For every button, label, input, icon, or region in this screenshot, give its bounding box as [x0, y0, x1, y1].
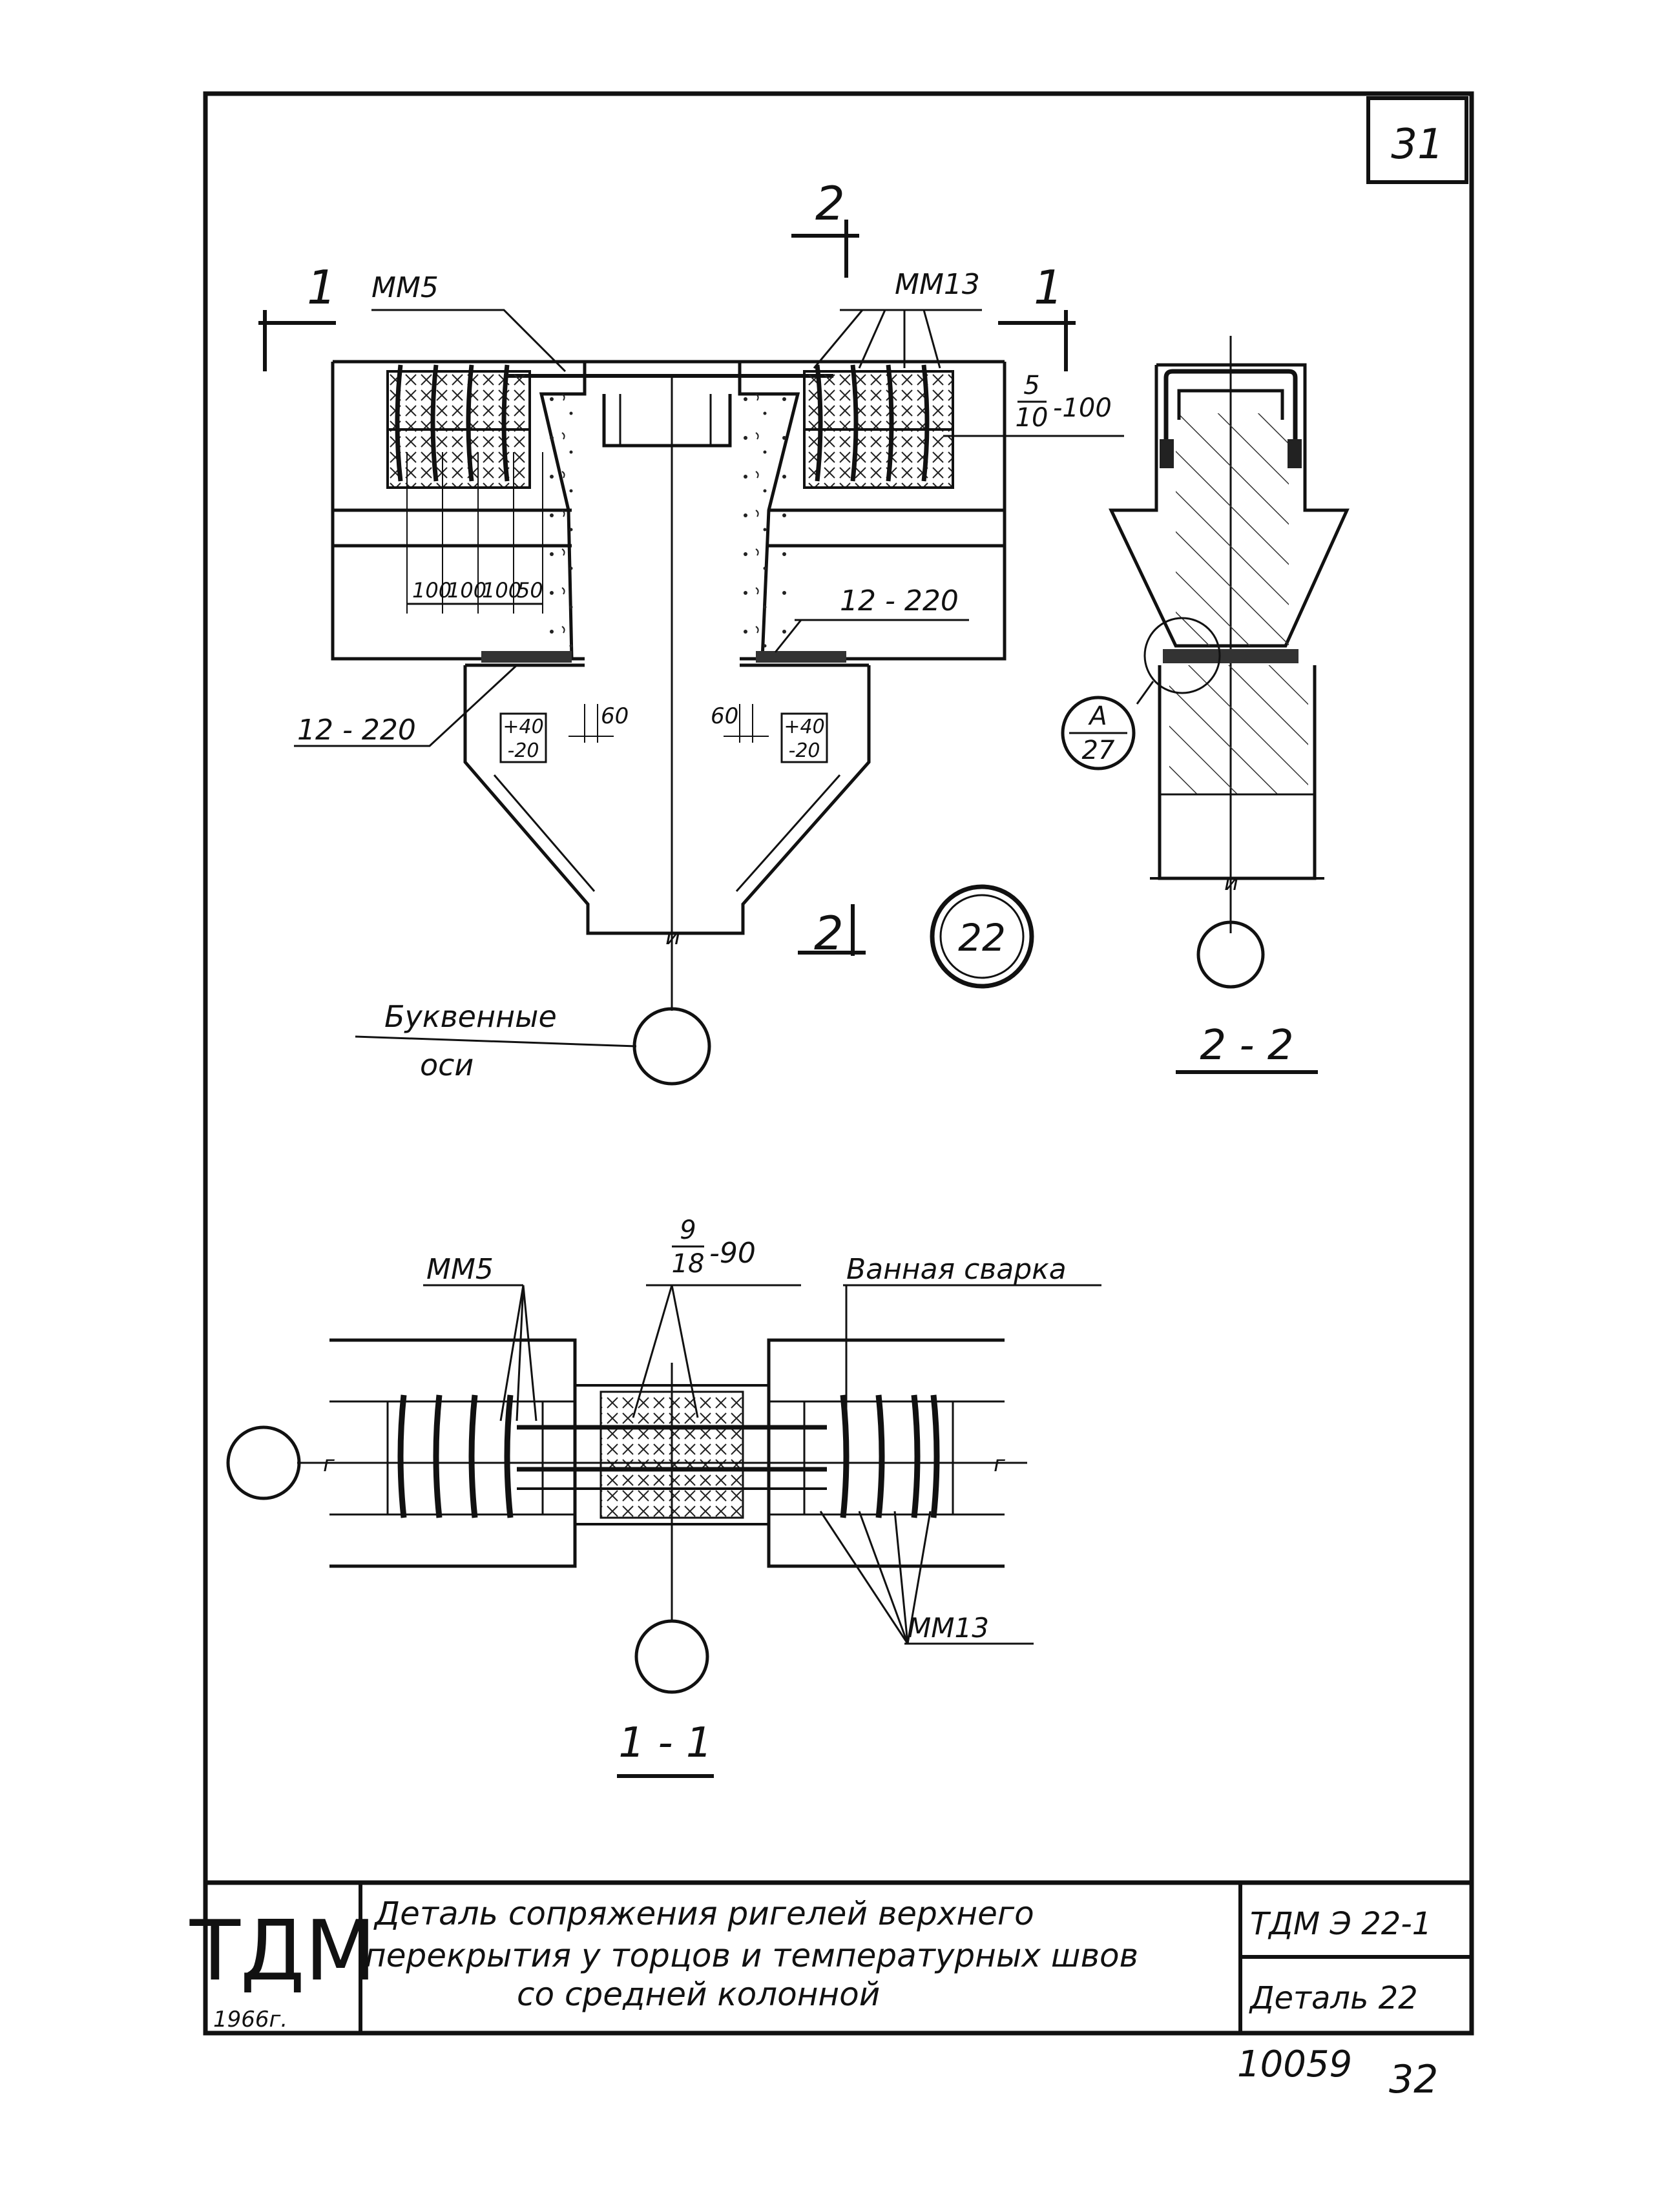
stirrup-label-bottom: 10	[1016, 403, 1048, 433]
dim-100-c: 100	[482, 578, 521, 603]
axis-mark-u-2-2: и	[1224, 870, 1238, 896]
callout-a-top: А	[1087, 701, 1107, 731]
mesh-label-left: ММ5	[371, 271, 439, 304]
sheet-code-number: 10059	[1237, 2043, 1352, 2085]
rebar-label-left: 12 - 220	[297, 714, 416, 747]
section-2-2-title: 2 - 2	[1200, 1022, 1293, 1070]
sheet-frame	[203, 91, 1474, 2036]
rebar-spacing-plan: -90	[709, 1237, 756, 1270]
series-code: ТДМ Э 22-1	[1250, 1906, 1432, 1942]
axis-mark-right-plan: г	[994, 1451, 1006, 1477]
detail-number: 22	[958, 916, 1006, 960]
section-2-2-view	[1061, 336, 1350, 1074]
section-mark-1-right: 1	[1034, 260, 1063, 315]
tol-left-minus: -20	[508, 739, 539, 762]
page-number: 31	[1391, 121, 1443, 169]
axis-mark-u: и	[665, 924, 680, 950]
title-line-2: перекрытия у торцов и температурных швов	[365, 1937, 1138, 1974]
axis-caption-2: оси	[420, 1048, 474, 1082]
tol-left-plus: +40	[503, 716, 543, 738]
gap-left: 60	[601, 703, 629, 729]
detail-code: Деталь 22	[1249, 1980, 1418, 2016]
stirrup-label-spacing: -100	[1053, 393, 1112, 423]
title-block	[359, 1883, 1472, 2033]
callout-a-bottom: 27	[1082, 736, 1115, 765]
rebar-bottom-plan: 18	[672, 1249, 705, 1279]
tol-right-minus: -20	[789, 739, 820, 762]
section-1-1-title: 1 - 1	[618, 1719, 712, 1767]
dim-50: 50	[517, 578, 543, 603]
axis-caption-1: Буквенные	[384, 999, 557, 1034]
section-1-1-view	[226, 1284, 1101, 1778]
tolerance-box-right	[780, 712, 828, 763]
axis-mark-left-plan: г	[323, 1451, 335, 1477]
dim-100-a: 100	[412, 578, 452, 603]
rebar-label-right: 12 - 220	[840, 584, 959, 617]
section-mark-1-left: 1	[307, 260, 337, 315]
tol-right-plus: +40	[784, 716, 824, 738]
tolerance-box-left	[499, 712, 547, 763]
elevation-labels: 1 1 2 2 ММ5 ММ13 5 10 -100 100 100 100 5…	[297, 176, 1112, 1082]
dim-100-b: 100	[447, 578, 486, 603]
sheet-code: 10059 32	[1237, 2043, 1438, 2102]
logo: ТДМ	[189, 1903, 377, 2000]
section-1-1-labels: ММ5 9 18 -90 Ванная сварка ММ13 г г 1 - …	[323, 1215, 1067, 1767]
gap-right: 60	[711, 703, 738, 729]
sheet-page-number: 32	[1389, 2057, 1438, 2102]
page-number-box: 31	[1366, 96, 1468, 184]
title-block-text: ТДМ 1966г. Деталь сопряжения ригелей вер…	[189, 1895, 1432, 2032]
mesh-label-right: ММ13	[895, 268, 980, 301]
mesh-label-right-plan: ММ13	[908, 1612, 989, 1644]
detail-number-marker: 22	[930, 884, 1034, 989]
year: 1966г.	[213, 2007, 287, 2032]
mesh-label-left-plan: ММ5	[426, 1253, 494, 1286]
section-mark-2-top: 2	[815, 176, 845, 231]
elevation-view	[258, 220, 1124, 1086]
title-line-1: Деталь сопряжения ригелей верхнего	[373, 1895, 1034, 1932]
stirrup-label-top: 5	[1023, 371, 1039, 400]
weld-label: Ванная сварка	[846, 1253, 1067, 1286]
title-line-3: со средней колонной	[517, 1976, 880, 2013]
rebar-top-plan: 9	[680, 1215, 696, 1245]
section-mark-2-bottom: 2	[814, 906, 844, 960]
section-2-2-labels: А 27 и 2 - 2	[1082, 701, 1294, 1070]
